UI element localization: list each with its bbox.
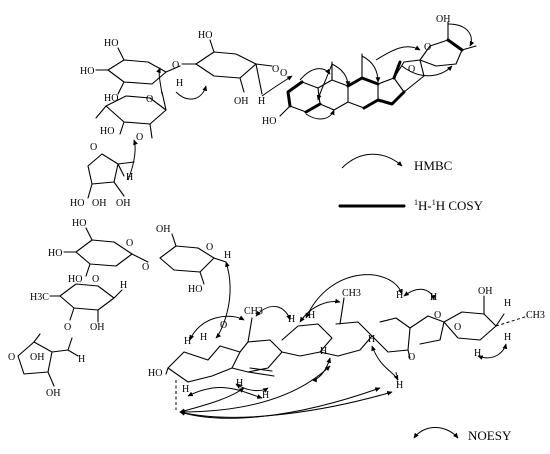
legend-cosy-label: 1H-1H COSY xyxy=(414,198,484,213)
label-o-b1: O xyxy=(126,238,133,249)
label-h-b18: H xyxy=(504,332,511,343)
label-o-ring-api: O xyxy=(90,142,97,153)
label-oh-7: OH xyxy=(116,198,130,209)
label-o-b6: O xyxy=(8,352,15,363)
label-o-b8: O xyxy=(408,352,415,363)
label-o-b3: O xyxy=(206,242,213,253)
label-ho-4: HO xyxy=(198,30,212,41)
label-h-b4: H xyxy=(200,332,207,343)
label-ho-b1: HO xyxy=(72,218,86,229)
label-oh-11: OH xyxy=(436,14,450,25)
legend-noesy-arrow xyxy=(413,427,459,439)
legend-hmbc-arrow xyxy=(341,153,403,169)
label-h-b5: H xyxy=(184,336,191,347)
label-ch3-1: CH3 xyxy=(244,306,263,317)
label-ho-2: HO xyxy=(80,66,94,77)
label-h-b15: H xyxy=(504,298,511,309)
label-o-link-2: O xyxy=(272,64,279,75)
legend-hmbc-label: HMBC xyxy=(414,158,452,173)
label-h-b8: H xyxy=(320,346,327,357)
label-o-b10: O xyxy=(454,322,461,333)
label-ho-10: HO xyxy=(262,116,276,127)
label-ho-b2: HO xyxy=(48,248,62,259)
label-h-3: H xyxy=(126,172,133,183)
label-h-1: H xyxy=(258,96,265,107)
sugar-ring-xyl-b xyxy=(195,51,257,79)
steroid-bottom: CH3 CH3 HO H O H H H H H H H O H H H xyxy=(148,288,415,410)
label-h-b12: H xyxy=(182,384,189,395)
label-ho-b5: HO xyxy=(188,284,202,295)
label-oh-b8: OH xyxy=(30,352,44,363)
sugar-ring-api xyxy=(87,153,119,185)
steroid-top: HO OH O O O xyxy=(262,14,477,127)
label-o-b2: O xyxy=(142,262,149,273)
label-oh-b10: OH xyxy=(478,286,492,297)
label-h-2: H xyxy=(176,78,183,89)
label-h-b6: H xyxy=(288,314,295,325)
label-ho-b9: HO xyxy=(148,368,162,379)
label-o-link-1: O xyxy=(172,60,179,71)
sugar-ring-xyl-a xyxy=(107,59,167,85)
label-ho-b3: HO xyxy=(68,274,82,285)
label-h-b2: H xyxy=(120,280,127,291)
top-structure: HO HO HO O HO OH H O H HO O O OH OH HO H xyxy=(70,14,477,209)
label-o-b5: O xyxy=(92,274,99,285)
label-h-b17: H xyxy=(474,348,481,359)
label-oh-b4: OH xyxy=(156,224,170,235)
label-ch3-2: CH3 xyxy=(342,288,361,299)
legend-noesy-label: NOESY xyxy=(468,428,512,443)
label-oh-8: OH xyxy=(92,198,106,209)
label-oh-1: HO xyxy=(104,38,118,49)
label-oh-b7: OH xyxy=(46,388,60,399)
label-o-b9: O xyxy=(434,310,441,321)
label-h-b3: H xyxy=(78,354,85,365)
label-o-ring-2: O xyxy=(424,42,431,53)
label-ho-9: HO xyxy=(70,198,84,209)
label-o-link-5: O xyxy=(280,68,287,79)
label-h-b10: H xyxy=(396,290,403,301)
bottom-structure: HO HO HO O O OH HO H O H3C OH O H O OH O… xyxy=(8,218,545,419)
label-h3c-1: H3C xyxy=(30,292,49,303)
label-h-b14: H xyxy=(262,390,269,401)
legend: HMBC 1H-1H COSY NOESY xyxy=(338,153,512,443)
label-ho-6: HO xyxy=(100,126,114,137)
label-o-link-4: O xyxy=(136,132,143,143)
label-ch3-3: CH3 xyxy=(526,310,545,321)
label-oh-5: OH xyxy=(234,96,248,107)
label-o-b4: O xyxy=(64,322,71,333)
label-h-b11: H xyxy=(396,380,403,391)
label-o-ring-1: O xyxy=(408,64,415,75)
label-h-b1: H xyxy=(224,250,231,261)
label-oh-b6: OH xyxy=(90,322,104,333)
label-ho-3: HO xyxy=(104,93,118,104)
label-o-link-3: O xyxy=(146,94,153,105)
label-h-b9: H xyxy=(368,334,375,345)
